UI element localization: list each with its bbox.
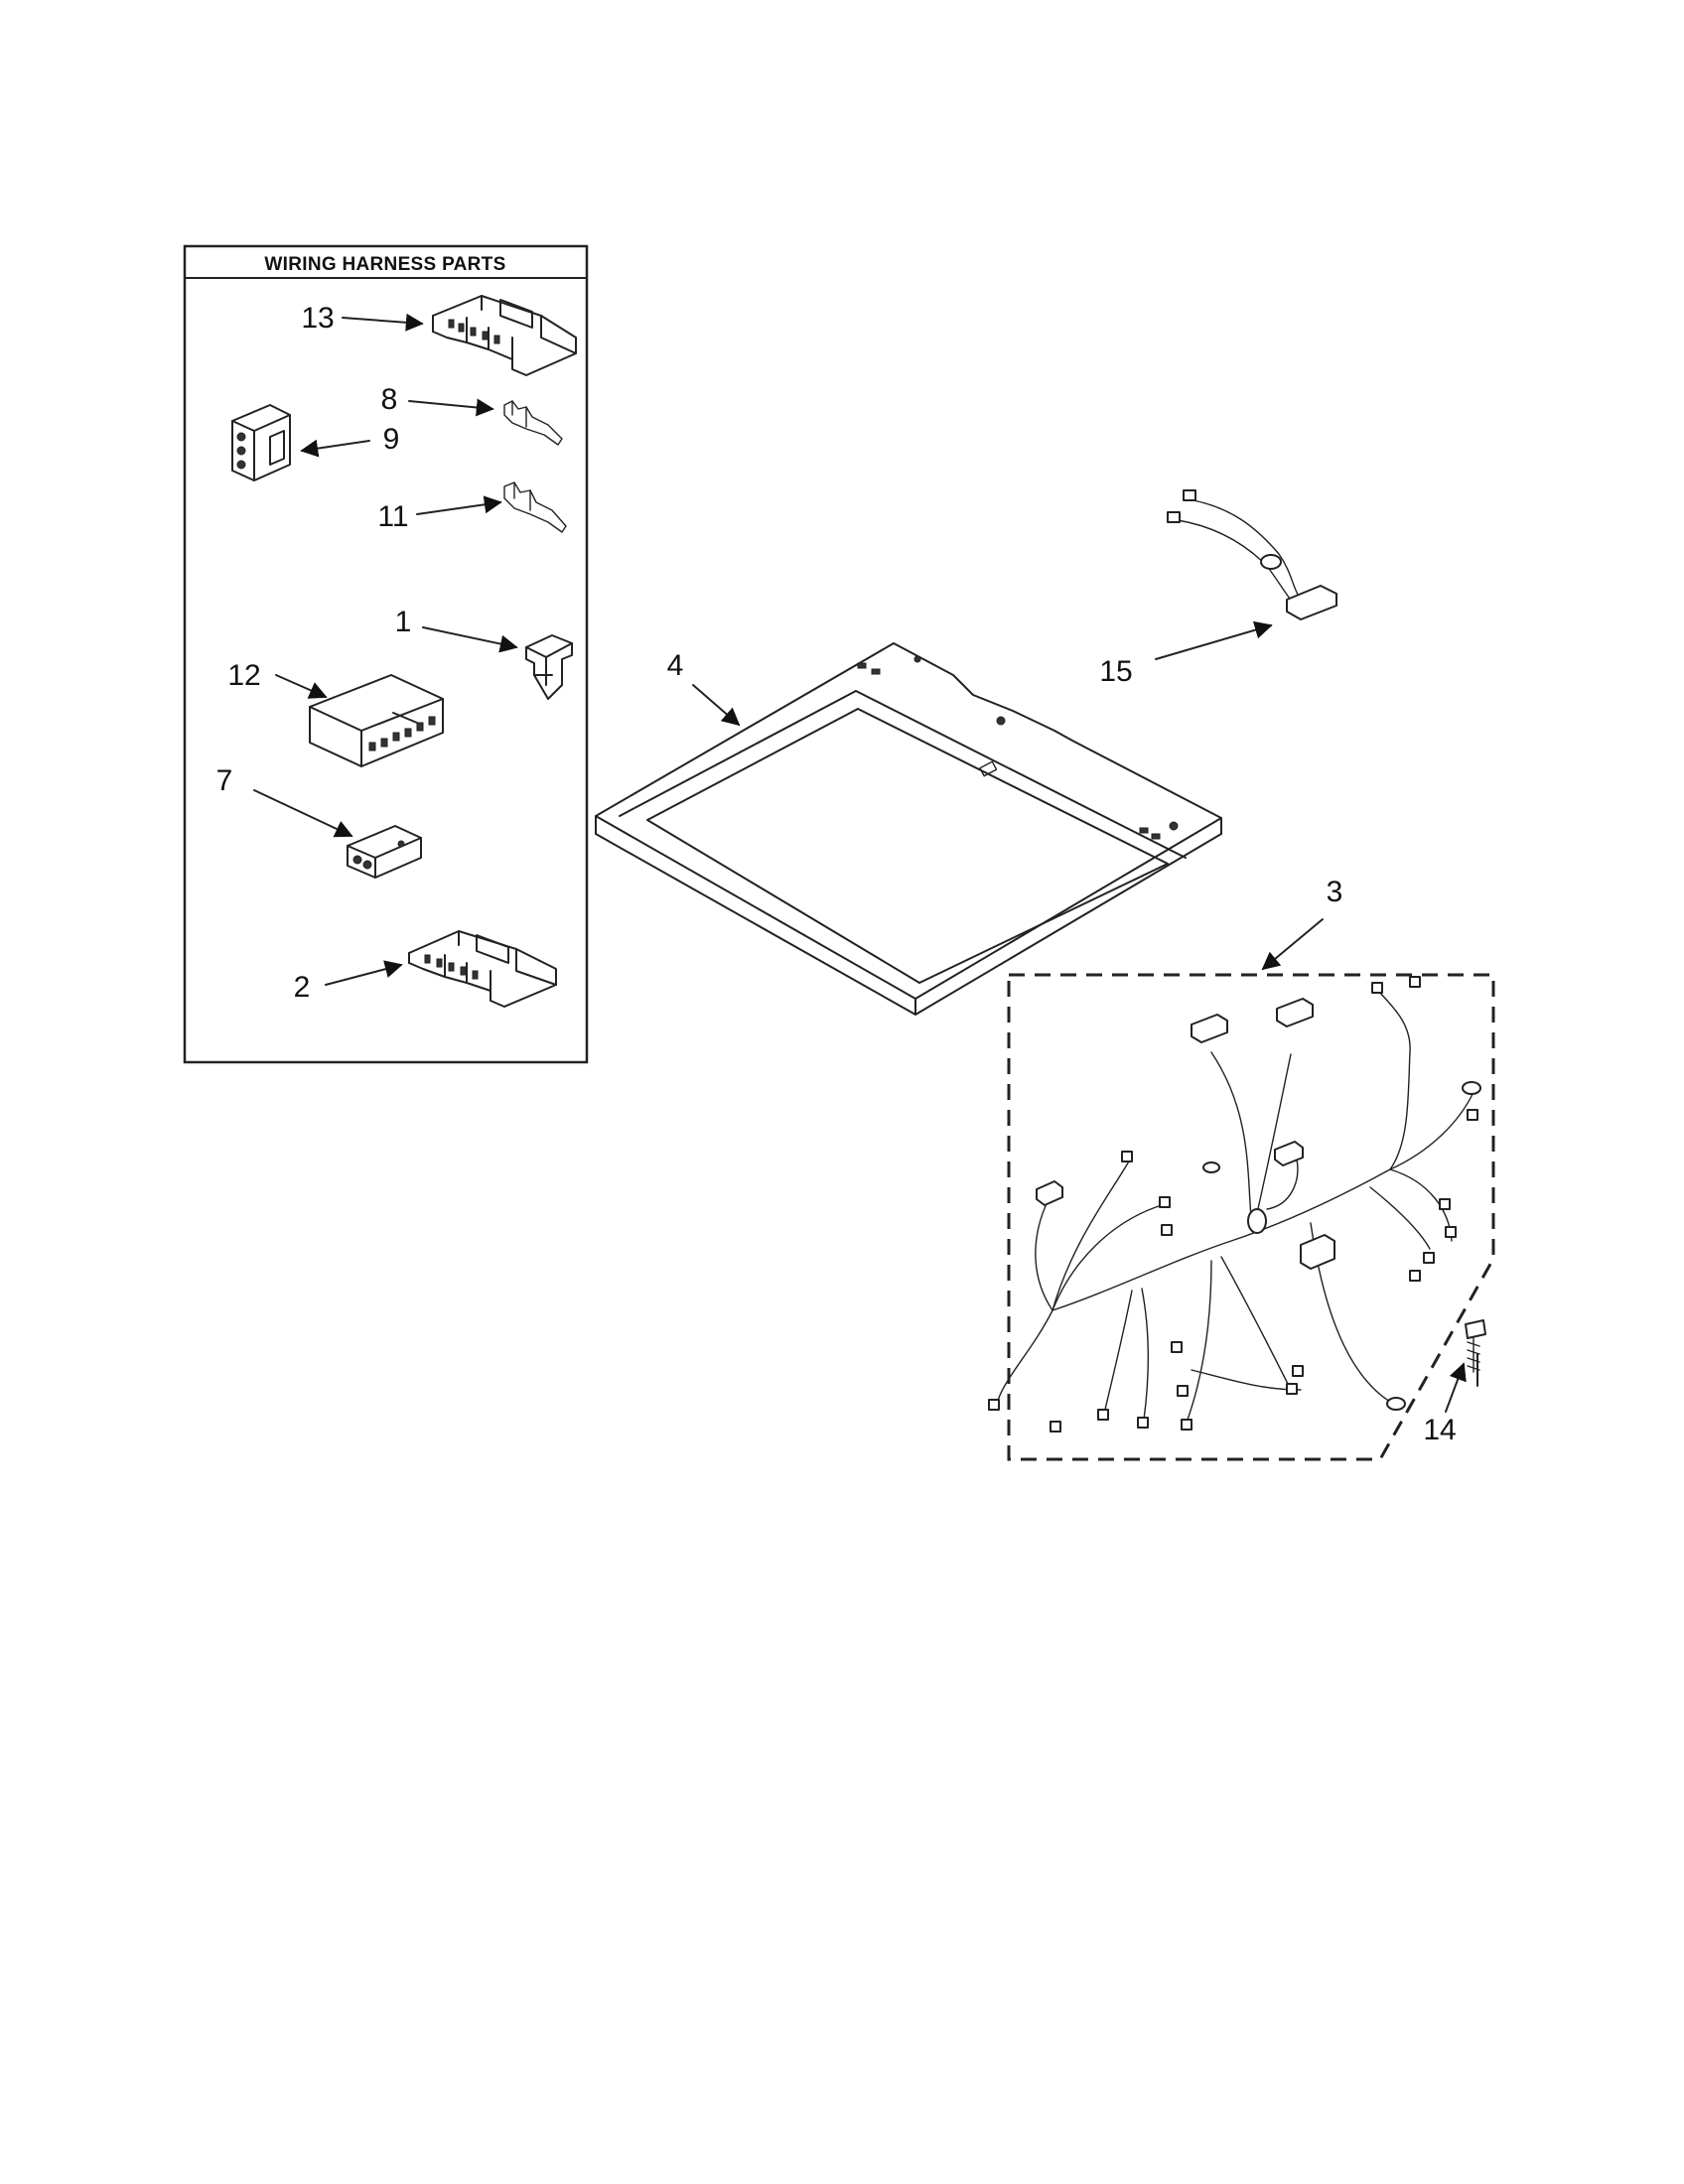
part-4-top-panel bbox=[595, 642, 1222, 1016]
leader-8 bbox=[408, 398, 494, 417]
leader-3 bbox=[1261, 918, 1324, 971]
callout-12: 12 bbox=[227, 659, 260, 692]
part-1-clip bbox=[525, 634, 573, 700]
part-3-main-harness bbox=[988, 973, 1495, 1461]
leader-11 bbox=[416, 495, 502, 515]
callout-11: 11 bbox=[377, 500, 408, 533]
callout-15: 15 bbox=[1099, 655, 1132, 688]
callout-1: 1 bbox=[395, 606, 412, 638]
leader-4 bbox=[692, 684, 741, 727]
leader-15 bbox=[1155, 620, 1273, 660]
callout-2: 2 bbox=[294, 971, 311, 1004]
wiring-harness-parts-box: WIRING HARNESS PARTS bbox=[183, 244, 589, 1064]
callout-9: 9 bbox=[383, 423, 400, 456]
part-13-connector bbox=[432, 295, 577, 376]
part-12-block bbox=[309, 674, 444, 767]
part-14-screw bbox=[1465, 1319, 1486, 1373]
inset-box-border bbox=[183, 244, 589, 1064]
part-15-small-harness bbox=[1167, 489, 1337, 620]
leader-9 bbox=[300, 439, 370, 458]
part-8-terminal bbox=[503, 400, 563, 446]
callout-14: 14 bbox=[1423, 1414, 1456, 1446]
part-2-connector bbox=[408, 930, 557, 1008]
leader-7 bbox=[253, 789, 353, 838]
leader-2 bbox=[325, 960, 403, 986]
inset-box-title: WIRING HARNESS PARTS bbox=[264, 254, 505, 275]
part-9-plug bbox=[231, 404, 291, 481]
callout-3: 3 bbox=[1327, 876, 1343, 908]
leader-13 bbox=[342, 313, 424, 332]
part-11-terminal bbox=[503, 481, 567, 533]
callout-4: 4 bbox=[667, 649, 684, 682]
callout-13: 13 bbox=[301, 302, 334, 335]
callout-8: 8 bbox=[381, 383, 398, 416]
part-7-small-connector bbox=[347, 825, 422, 879]
callout-7: 7 bbox=[216, 764, 233, 797]
leader-14 bbox=[1445, 1362, 1467, 1413]
leader-1 bbox=[422, 626, 518, 653]
leader-12 bbox=[275, 674, 328, 699]
